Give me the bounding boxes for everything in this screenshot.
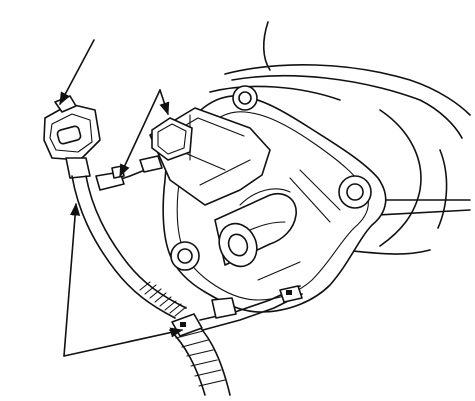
engine-housing bbox=[209, 21, 471, 255]
sensor-body bbox=[149, 107, 297, 268]
callout-clip bbox=[119, 89, 170, 178]
connector bbox=[43, 95, 101, 179]
callout-connector-line bbox=[59, 39, 95, 106]
callout-harness bbox=[63, 202, 184, 357]
clip-upper bbox=[95, 155, 163, 191]
